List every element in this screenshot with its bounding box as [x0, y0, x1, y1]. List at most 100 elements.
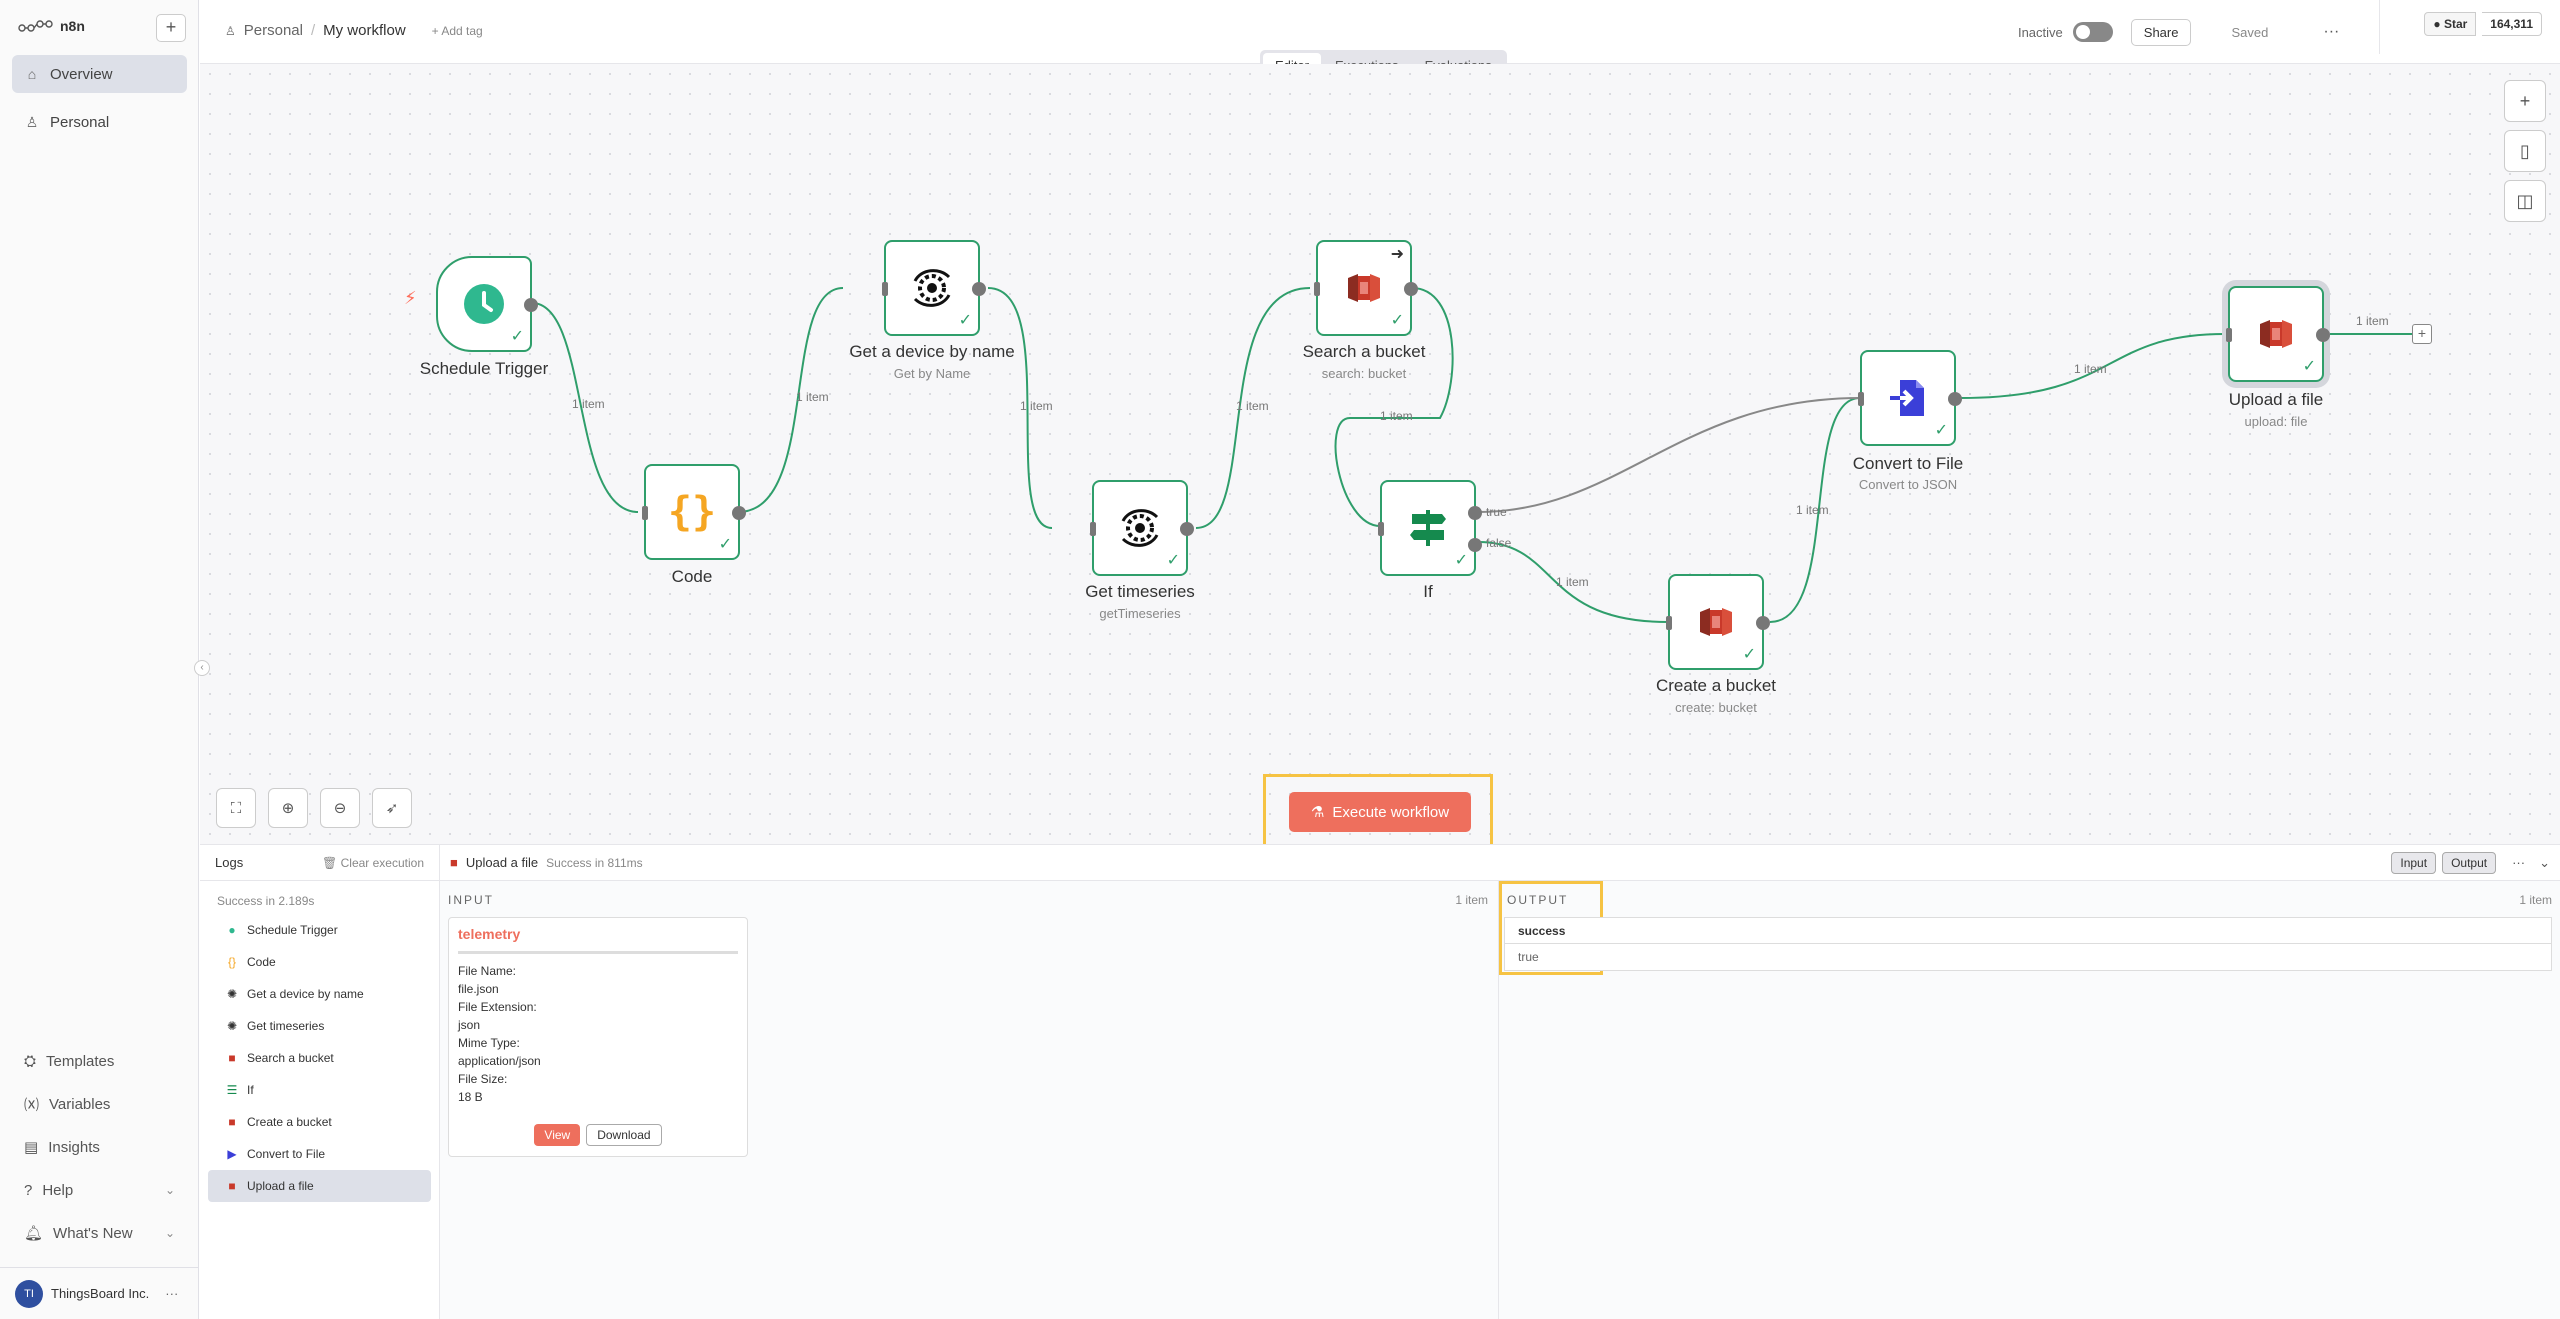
node-create-bucket[interactable]: ✓ — [1666, 574, 1770, 670]
sidebar-item-help[interactable]: ? Help ⌄ — [12, 1172, 187, 1208]
binary-property-name: telemetry — [458, 926, 738, 954]
output-handle[interactable] — [1180, 522, 1194, 536]
add-node-panel-button[interactable]: + — [2504, 80, 2546, 122]
log-item-label: Get timeseries — [247, 1019, 325, 1033]
output-handle[interactable] — [1948, 392, 1962, 406]
sidebar-item-label: Insights — [48, 1138, 100, 1156]
file-extension-value: json — [458, 1018, 481, 1032]
input-handle[interactable] — [1858, 392, 1864, 406]
node-search-bucket[interactable]: ➜ ✓ — [1314, 240, 1418, 336]
output-handle[interactable] — [524, 298, 538, 312]
node-label: Get timeseries — [1085, 582, 1195, 601]
panel-toggle-icon[interactable]: ◫ — [2504, 180, 2546, 222]
breadcrumb-project[interactable]: Personal — [243, 22, 303, 39]
input-handle[interactable] — [882, 282, 888, 296]
input-handle[interactable] — [1378, 522, 1384, 536]
add-tag-link[interactable]: + Add tag — [431, 23, 483, 38]
clear-execution-button[interactable]: 🗑︎ Clear execution — [322, 856, 424, 870]
chevron-down-icon: ⌄ — [164, 1183, 175, 1197]
output-handle[interactable] — [1404, 282, 1418, 296]
output-handle-false[interactable] — [1468, 538, 1482, 552]
chevron-down-icon[interactable]: ⌄ — [2539, 854, 2550, 870]
user-menu-dots[interactable]: ··· — [165, 1286, 179, 1301]
log-item-convert-to-file[interactable]: ▶ Convert to File — [208, 1138, 431, 1170]
input-handle[interactable] — [642, 506, 648, 520]
sticky-note-icon[interactable]: ▯ — [2504, 130, 2546, 172]
variables-icon: ⒳ — [24, 1096, 40, 1114]
create-new-button[interactable]: + — [156, 14, 186, 42]
check-icon: ✓ — [1166, 552, 1180, 569]
log-item-search-bucket[interactable]: ■ Search a bucket — [208, 1042, 431, 1074]
tidy-up-icon[interactable]: ➶ — [372, 788, 412, 828]
execute-highlight: ⚗ Execute workflow — [1263, 774, 1493, 851]
view-button[interactable]: View — [534, 1124, 581, 1146]
node-schedule-trigger[interactable]: ✓ — [436, 256, 538, 352]
node-get-device[interactable]: ✓ — [882, 240, 986, 336]
output-handle-true[interactable] — [1468, 506, 1482, 520]
help-icon: ? — [24, 1181, 33, 1199]
convert-file-icon — [1890, 380, 1924, 416]
node-label: If — [1423, 582, 1433, 601]
user-menu[interactable]: TI ThingsBoard Inc. ··· — [0, 1267, 199, 1319]
github-star[interactable]: ● Star 164,311 — [2379, 0, 2560, 54]
file-name-value: file.json — [458, 982, 499, 996]
share-button[interactable]: Share — [2130, 18, 2192, 46]
check-icon: ✓ — [1742, 646, 1756, 663]
sidebar-item-variables[interactable]: ⒳ Variables — [12, 1086, 187, 1122]
output-handle[interactable] — [972, 282, 986, 296]
input-handle[interactable] — [1314, 282, 1320, 296]
execute-workflow-label: Execute workflow — [1332, 803, 1450, 821]
convert-file-icon: ▶ — [227, 1147, 237, 1161]
toggle-input-button[interactable]: Input — [2391, 851, 2437, 874]
output-handle[interactable] — [1756, 616, 1770, 630]
zoom-out-icon[interactable]: ⊖ — [320, 788, 360, 828]
sidebar-collapse-button[interactable]: ‹ — [194, 660, 210, 676]
log-item-upload-file[interactable]: ■ Upload a file — [208, 1170, 431, 1202]
node-code[interactable]: {} ✓ — [642, 464, 746, 560]
node-get-timeseries[interactable]: ✓ — [1090, 480, 1194, 576]
aws-s3-icon — [2260, 320, 2292, 348]
log-item-schedule-trigger[interactable]: ● Schedule Trigger — [208, 914, 431, 946]
node-if[interactable]: ✓ — [1378, 480, 1482, 576]
input-handle[interactable] — [1666, 616, 1672, 630]
check-icon: ✓ — [1390, 312, 1404, 329]
n8n-logo[interactable]: n8n — [18, 18, 85, 34]
log-item-if[interactable]: ☰ If — [208, 1074, 431, 1106]
sidebar-item-overview[interactable]: ⌂ Overview — [12, 55, 187, 93]
aws-s3-icon — [1700, 608, 1732, 636]
download-button[interactable]: Download — [586, 1124, 662, 1146]
fit-view-icon[interactable]: ⛶ — [216, 788, 256, 828]
sidebar-item-personal[interactable]: ♙ Personal — [12, 103, 187, 141]
zoom-in-icon[interactable]: ⊕ — [268, 788, 308, 828]
execute-workflow-button[interactable]: ⚗ Execute workflow — [1289, 792, 1471, 832]
more-options-button[interactable]: ··· — [2323, 23, 2340, 40]
file-extension-label: File Extension: — [458, 1000, 537, 1014]
node-subtitle: Get by Name — [893, 366, 971, 381]
input-handle[interactable] — [1090, 522, 1096, 536]
input-column: INPUT 1 item telemetry File Name: file.j… — [440, 881, 1499, 1319]
connection-label: 1 item — [2356, 314, 2389, 328]
sidebar-item-templates[interactable]: ⛭ Templates — [12, 1043, 187, 1079]
sidebar-item-label: Overview — [50, 65, 113, 83]
sidebar: n8n + ⌂ Overview ♙ Personal ⛭ Templates … — [0, 0, 199, 1319]
connection-label: 1 item — [572, 397, 605, 411]
active-toggle[interactable] — [2072, 22, 2113, 42]
log-item-create-bucket[interactable]: ■ Create a bucket — [208, 1106, 431, 1138]
node-convert-to-file[interactable]: ✓ — [1858, 350, 1962, 446]
output-handle[interactable] — [732, 506, 746, 520]
log-item-get-device[interactable]: ✺ Get a device by name — [208, 978, 431, 1010]
workflow-canvas[interactable]: ⚡︎ ✓ Schedule Trigger {} ✓ Code — [194, 64, 2560, 851]
log-item-get-timeseries[interactable]: ✺ Get timeseries — [208, 1010, 431, 1042]
toggle-output-button[interactable]: Output — [2442, 851, 2497, 874]
workflow-name[interactable]: My workflow — [323, 22, 406, 39]
sidebar-item-whats-new[interactable]: 🔔︎ What's New ⌄ — [12, 1215, 187, 1251]
output-handle[interactable] — [2316, 328, 2330, 342]
input-handle[interactable] — [2226, 328, 2232, 342]
log-item-code[interactable]: {} Code — [208, 946, 431, 978]
logs-panel: Logs 🗑︎ Clear execution Success in 2.189… — [200, 844, 440, 1319]
github-star-button[interactable]: ● Star — [2424, 12, 2477, 36]
add-node-button[interactable]: + — [2412, 324, 2432, 344]
sidebar-item-insights[interactable]: ▤ Insights — [12, 1129, 187, 1165]
more-options-icon[interactable]: ··· — [2512, 855, 2526, 870]
node-upload-file[interactable]: ✓ — [2226, 286, 2330, 382]
